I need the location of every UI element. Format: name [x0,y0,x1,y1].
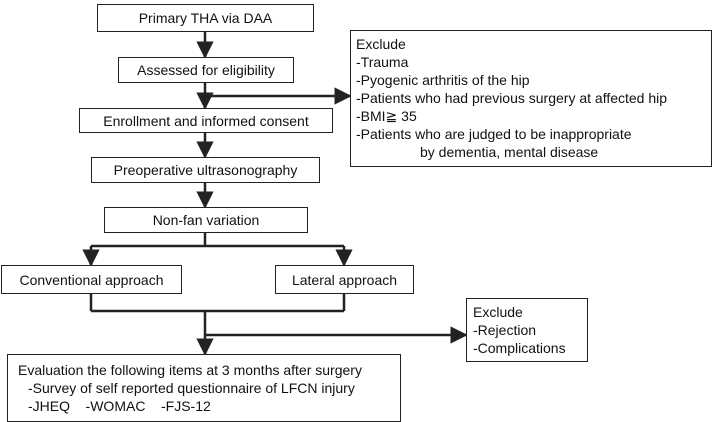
evaluation-box: Evaluation the following items at 3 mont… [7,354,401,422]
step-assessed-label: Assessed for eligibility [137,62,275,78]
step-lateral-label: Lateral approach [291,271,398,288]
step-enrollment-label: Enrollment and informed consent [103,112,309,129]
exclude-item: -Rejection [473,322,537,338]
step-conventional: Conventional approach [1,265,182,294]
exclude-box-eligibility: Exclude -Trauma -Pyogenic arthritis of t… [350,30,712,167]
exclude-item-continued: by dementia, mental disease [420,144,599,160]
exclude-item: -Patients who are judged to be inappropr… [356,126,632,142]
step-primary-tha: Primary THA via DAA [97,4,314,32]
step-enrollment: Enrollment and informed consent [79,108,333,133]
step-nonfan: Non-fan variation [104,207,308,233]
exclude-item: -Complications [473,340,566,356]
evaluation-heading: Evaluation the following items at 3 mont… [18,362,362,378]
exclude-title: Exclude [356,36,406,52]
step-assessed: Assessed for eligibility [118,57,294,83]
exclude-item: -Patients who had previous surgery at af… [356,90,668,106]
evaluation-item: -Survey of self reported questionnaire o… [28,380,355,396]
step-preop-label: Preoperative ultrasonography [113,162,298,178]
evaluation-item: -JHEQ -WOMAC -FJS-12 [28,398,211,414]
step-conventional-label: Conventional approach [19,271,164,288]
exclude-item: -BMI≧ 35 [356,108,417,124]
step-preop: Preoperative ultrasonography [91,157,320,183]
exclude-item: -Trauma [356,54,409,70]
step-primary-tha-label: Primary THA via DAA [138,10,273,26]
exclude-item: -Pyogenic arthritis of the hip [356,72,530,88]
step-lateral: Lateral approach [275,265,414,294]
step-nonfan-label: Non-fan variation [152,212,260,228]
exclude-title: Exclude [473,304,523,320]
exclude-box-followup: Exclude -Rejection -Complications [466,298,588,362]
